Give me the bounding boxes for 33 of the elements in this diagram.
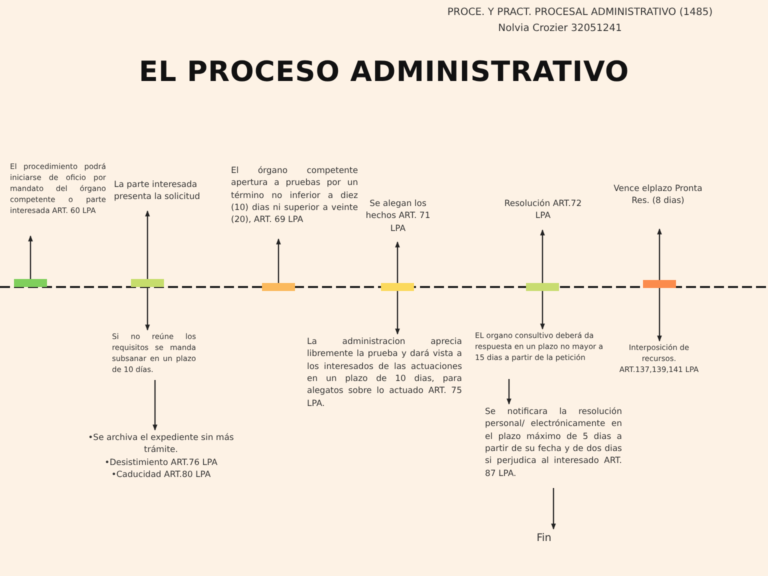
title: EL PROCESO ADMINISTRATIVO [138,54,630,90]
arrow [540,291,545,330]
arrow [551,488,556,530]
author-line: Nolvia Crozier 32051241 [497,22,623,36]
list-item: •Caducidad ART.80 LPA [110,468,212,482]
arrow [395,241,400,283]
arrow [395,291,400,335]
timeline-bar [381,283,414,291]
timeline-bar [526,283,559,291]
arrow [145,287,150,331]
step-text: La administracion aprecia libremente la prueba y dará vista a los interesados de las actuaciones en un plazo de 10 dias, para alegatos sobre lo actuado ART. 75 LPA. [307,336,462,418]
timeline-bar [131,279,164,287]
step-text: Se alegan los hechos ART. 71 LPA [358,198,438,240]
arrow [145,210,150,279]
arrow [657,228,662,280]
step-text: El órgano competente apertura a pruebas por un término no inferior a diez (10) dias ni superior a veinte (20), ART. 69 LPA [231,165,358,237]
arrow [152,380,158,431]
arrow [657,288,662,342]
list-item: •Se archiva el expediente sin más trámite. [87,432,235,457]
arrow [276,238,281,283]
step-text: Fin [526,531,562,549]
course-header: PROCE. Y PRACT. PROCESAL ADMINISTRATIVO (1485) [446,6,714,20]
step-text: Vence elplazo Pronta Res. (8 dias) [612,183,704,227]
timeline-bar [643,280,676,288]
step-text: Resolución ART.72 LPA [496,198,590,228]
step-text: La parte interesada presenta la solicitud [114,179,210,209]
arrow [506,379,512,405]
arrow [28,235,33,279]
timeline-bar [14,279,47,287]
arrow [540,229,545,283]
list-item: •Desistimiento ART.76 LPA [104,456,218,469]
step-text: Se notificara la resolución personal/ electrónicamente en el plazo máximo de 5 dias a partir de su fecha y de dos dias si perjudica al interesado ART. 87 LPA. [485,406,622,488]
timeline-bar [262,283,295,291]
